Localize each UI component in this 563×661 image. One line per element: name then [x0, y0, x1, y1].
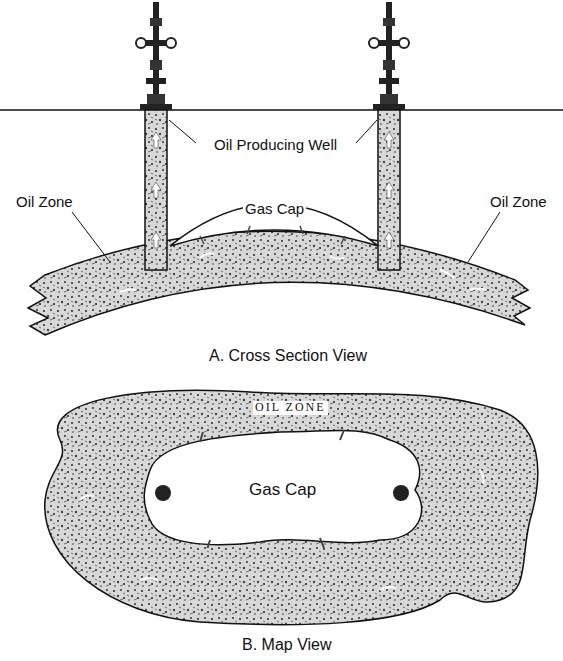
view-caption: B. Map View [240, 636, 334, 654]
view-caption: A. Cross Section View [207, 347, 369, 365]
oil-zone-map: OIL ZONE Gas Cap [30, 385, 550, 630]
gas-cap-section: Gas Cap [170, 178, 380, 250]
well-label: Oil Producing Well [212, 136, 339, 153]
gas-cap-map: Gas Cap [140, 428, 425, 548]
region-label: Gas Cap [243, 200, 306, 217]
zone-label: Oil Zone [488, 193, 549, 210]
region-label: OIL ZONE [253, 401, 328, 415]
zone-label: Oil Zone [14, 193, 75, 210]
region-label: Gas Cap [247, 480, 318, 500]
